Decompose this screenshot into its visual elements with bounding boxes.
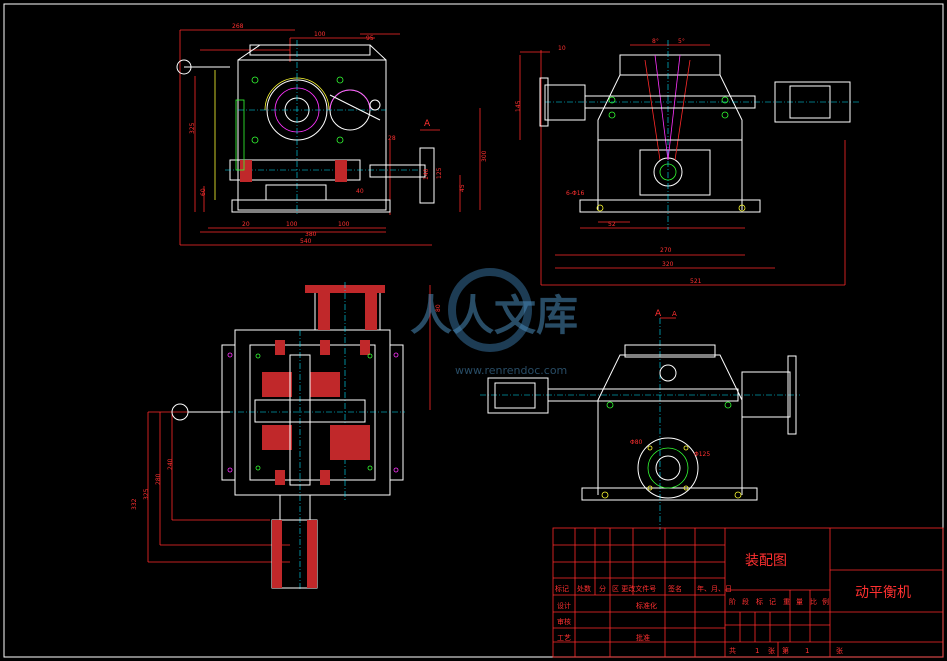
tb-stage-0: 阶 <box>729 597 736 606</box>
dim-side-100b: 100 <box>286 221 298 228</box>
dim-side-100: 100 <box>314 31 326 38</box>
watermark-logo: 人人文库 <box>410 291 578 340</box>
view-label-a-top: A <box>424 119 431 129</box>
dim-side-125: 125 <box>436 167 443 179</box>
tb-sheet-3: 第 <box>782 646 789 655</box>
dim-side-140: 140 <box>423 168 430 180</box>
tb-mid-2: 批准 <box>636 633 650 642</box>
tb-stage-2: 标 <box>756 597 763 606</box>
tb-left-1: 审核 <box>557 617 571 626</box>
sheet-border <box>3 3 944 658</box>
dim-side-300: 300 <box>481 150 488 162</box>
tb-stage-1: 段 <box>742 597 749 606</box>
tb-left-2: 工艺 <box>557 634 571 642</box>
tb-header-3: 区 更改文件号 <box>612 584 656 593</box>
dim-side-540: 540 <box>300 238 312 245</box>
tb-stage-4: 重 <box>783 598 790 606</box>
dim-plan-240: 240 <box>167 458 174 470</box>
dim-side-28: 28 <box>388 135 396 142</box>
view-label-a-front: A <box>655 309 662 319</box>
dim-side-325: 325 <box>189 122 196 134</box>
tb-header-5: 年、月、日 <box>697 584 732 593</box>
tb-sheet-4: 1 <box>805 647 809 655</box>
tb-stage-6: 比 <box>810 597 817 606</box>
watermark-url: www.renrendoc.com <box>455 364 567 377</box>
dim-front-5deg: 5° <box>678 38 685 45</box>
plan-view: 80 240 280 325 332 <box>131 282 442 590</box>
side-view: 268 100 95 325 28 40 140 125 100 100 380… <box>176 23 488 246</box>
tb-header-1: 处数 <box>577 584 591 593</box>
tb-header-4: 签名 <box>668 584 682 593</box>
dim-front-8deg: 8° <box>652 38 659 45</box>
tb-header-2: 分 <box>599 584 606 593</box>
dim-front-521: 521 <box>690 278 702 285</box>
tb-sheet-5: 张 <box>836 646 843 655</box>
watermark: 人人文库 www.renrendoc.com <box>410 268 578 377</box>
dim-side-100c: 100 <box>338 221 350 228</box>
dim-front-10: 10 <box>558 45 566 52</box>
dim-side-40: 40 <box>356 188 364 195</box>
dim-side-60: 60 <box>200 188 207 196</box>
dim-side-95: 95 <box>366 35 374 42</box>
dim-side-268: 268 <box>232 23 244 30</box>
title-block: 装配图 动平衡机 标记 处数 分 区 更改文件号 签名 年、月、日 设计 审核 … <box>552 527 944 658</box>
tb-header-0: 标记 <box>555 584 569 593</box>
dim-front-6-16: 6-Φ16 <box>566 190 585 197</box>
dim-front-52: 52 <box>608 221 616 228</box>
machine-name: 动平衡机 <box>855 585 911 601</box>
tb-sheet-0: 共 <box>729 646 736 655</box>
dim-bottom-80: Φ80 <box>630 439 643 446</box>
title-cell: 装配图 <box>745 553 787 569</box>
dim-bottom-125: Φ125 <box>694 451 710 458</box>
tb-mid-0: 标准化 <box>636 601 657 610</box>
dim-plan-280: 280 <box>155 473 162 485</box>
view-a: A A Φ80 Φ125 <box>480 309 800 530</box>
dim-front-145: 145 <box>515 100 522 112</box>
dim-plan-80: 80 <box>435 304 442 312</box>
tb-sheet-1: 1 <box>755 647 759 655</box>
front-view: 10 145 6-Φ16 52 270 320 521 8° 5° <box>515 38 860 286</box>
tb-left-0: 设计 <box>557 601 571 610</box>
tb-stage-5: 量 <box>796 598 803 606</box>
dim-front-270: 270 <box>660 247 672 254</box>
dim-side-45: 45 <box>459 184 466 192</box>
dim-plan-325: 325 <box>143 488 150 500</box>
dim-side-20: 20 <box>242 221 250 228</box>
tb-stage-3: 记 <box>769 598 776 606</box>
tb-stage-7: 例 <box>822 597 829 606</box>
tb-sheet-2: 张 <box>768 646 775 655</box>
dim-side-380: 380 <box>305 231 317 238</box>
dim-plan-332: 332 <box>131 498 138 510</box>
dim-front-320: 320 <box>662 261 674 268</box>
view-label-a-bottom: A <box>672 310 677 318</box>
